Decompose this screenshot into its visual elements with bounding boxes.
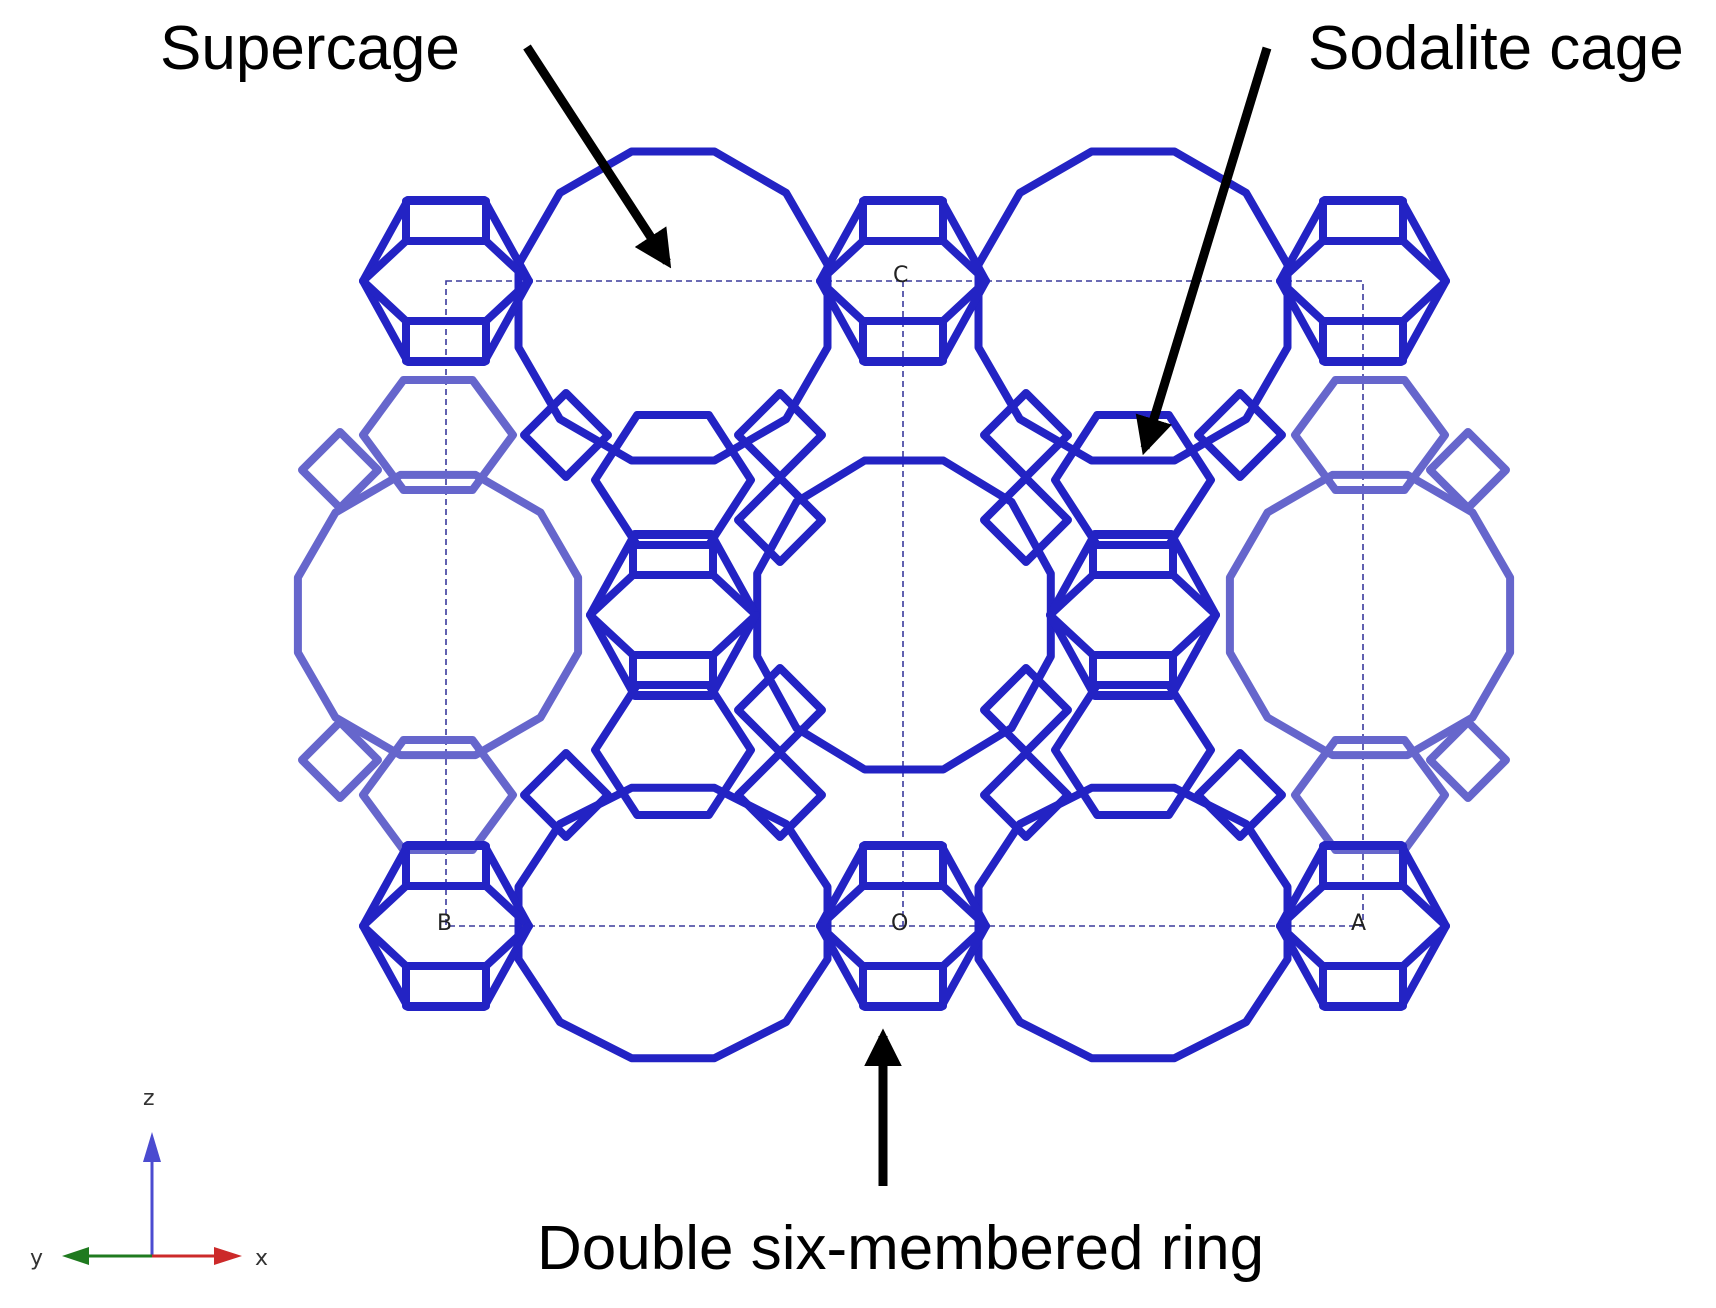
double-six-ring-edge	[482, 882, 533, 930]
four-ring	[1194, 389, 1286, 481]
four-ring	[980, 664, 1072, 756]
z-axis-label: z	[143, 1086, 155, 1111]
supercage-ring	[293, 470, 583, 760]
double-six-ring-edge	[1276, 277, 1327, 325]
double-six-ring-edge	[1046, 611, 1097, 659]
double-six-ring-bottom-square	[402, 317, 490, 365]
double-six-ring-bottom-square	[1319, 317, 1407, 365]
double-six-ring-bottom-square	[1089, 651, 1177, 699]
double-six-ring-edge	[816, 237, 867, 285]
four-ring	[734, 749, 826, 841]
callout-arrows	[523, 44, 1272, 1186]
corner-label-o: O	[891, 911, 908, 936]
double-six-ring-edge	[359, 922, 410, 970]
double-six-ring-edge	[1399, 922, 1450, 970]
four-ring	[980, 474, 1072, 566]
four-ring	[520, 389, 612, 481]
double-six-ring-edge	[359, 882, 410, 930]
double-six-ring-bottom-square	[629, 651, 717, 699]
sodalite-hexagon	[591, 411, 755, 549]
double-six-ring-top-square	[402, 197, 490, 245]
double-six-ring-edge	[939, 882, 990, 930]
double-six-ring-top-square	[1319, 197, 1407, 245]
double-six-ring-edge	[1399, 277, 1450, 325]
double-six-ring-edge	[939, 277, 990, 325]
double-six-ring-edge	[1046, 571, 1097, 619]
double-six-ring-bottom-square	[402, 962, 490, 1010]
double-six-ring-edge	[1169, 571, 1220, 619]
supercage-label: Supercage	[160, 14, 460, 83]
supercage-ring	[753, 456, 1055, 774]
double-six-ring-edge	[709, 611, 760, 659]
unit-cell	[445, 280, 1364, 927]
double-six-ring-edge	[709, 571, 760, 619]
sodalite-hexagon	[1051, 411, 1215, 549]
double-six-ring-bottom-square	[1319, 962, 1407, 1010]
y-axis-label: y	[30, 1246, 43, 1271]
four-ring	[734, 664, 826, 756]
double-six-ring-edge	[1399, 237, 1450, 285]
z-axis-arrowhead	[143, 1132, 161, 1162]
supercage-ring	[514, 783, 832, 1063]
corner-label-c: C	[893, 263, 908, 288]
four-ring	[980, 749, 1072, 841]
four-ring	[1194, 749, 1286, 841]
corner-label-b: B	[437, 911, 452, 936]
double-six-ring-bottom-square	[859, 962, 947, 1010]
double-six-ring-edge	[586, 611, 637, 659]
sodalite-hexagon	[1291, 376, 1449, 494]
sodalite-hexagon	[1051, 681, 1215, 819]
four-ring	[1426, 718, 1510, 802]
double-six-ring-edge	[1399, 882, 1450, 930]
framework	[293, 147, 1515, 1063]
double-six-ring-edge	[939, 237, 990, 285]
double-six-ring-edge	[359, 237, 410, 285]
double-six-ring-edge	[1276, 922, 1327, 970]
double-six-ring-edge	[1276, 882, 1327, 930]
double-six-ring-edge	[816, 277, 867, 325]
double-six-ring-edge	[359, 277, 410, 325]
supercage-arrow	[523, 44, 672, 269]
four-ring	[1426, 428, 1510, 512]
double-six-ring-top-square	[859, 197, 947, 245]
double-six-ring-label: Double six-membered ring	[537, 1214, 1265, 1283]
double-six-ring-edge	[482, 237, 533, 285]
double-six-ring-outer	[586, 530, 760, 700]
double-six-ring-edge	[939, 922, 990, 970]
double-six-ring-edge	[1276, 237, 1327, 285]
sodalite-hexagon	[359, 376, 517, 494]
double-six-ring-edge	[482, 277, 533, 325]
axis-triad: z y x	[30, 1086, 268, 1271]
sodalite-hexagon	[591, 681, 755, 819]
supercage-ring	[974, 783, 1292, 1063]
double-six-ring-edge	[482, 922, 533, 970]
double-six-ring-outer	[1046, 530, 1220, 700]
four-ring	[298, 718, 382, 802]
corner-label-a: A	[1351, 911, 1366, 936]
double-six-ring-edge	[1169, 611, 1220, 659]
x-axis-arrowhead	[214, 1247, 242, 1265]
four-ring	[734, 474, 826, 566]
four-ring	[298, 428, 382, 512]
supercage-ring	[1225, 470, 1515, 760]
sodalite-arrow	[1135, 46, 1272, 456]
double-six-ring-edge	[816, 922, 867, 970]
double-six-ring-edge	[586, 571, 637, 619]
sodalite-cage-label: Sodalite cage	[1308, 14, 1684, 83]
double-six-ring-bottom-square	[859, 317, 947, 365]
unit-cell-box	[445, 280, 1364, 927]
x-axis-label: x	[255, 1246, 268, 1271]
four-ring	[520, 749, 612, 841]
double-six-ring-edge	[816, 882, 867, 930]
y-axis-arrowhead	[62, 1247, 89, 1265]
